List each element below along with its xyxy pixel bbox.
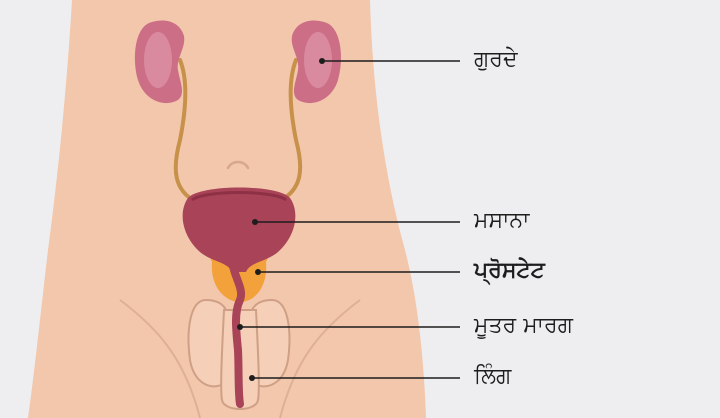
kidney-leader-dot: [319, 58, 325, 64]
label-urethra: ਮੂਤਰ ਮਾਰਗ: [474, 315, 573, 337]
penis-leader-dot: [249, 375, 255, 381]
label-kidneys: ਗੁਰਦੇ: [474, 49, 518, 71]
kidney-left-highlight: [144, 32, 172, 88]
bladder-leader-dot: [252, 219, 258, 225]
kidney-right-highlight: [304, 32, 332, 88]
label-penis: ਲਿੰਗ: [474, 366, 511, 388]
label-prostate: ਪ੍ਰੋਸਟੇਟ: [474, 260, 545, 282]
urethra-leader-dot: [237, 324, 243, 330]
label-bladder: ਮਸਾਨਾ: [474, 210, 529, 232]
prostate-leader-dot: [255, 269, 261, 275]
